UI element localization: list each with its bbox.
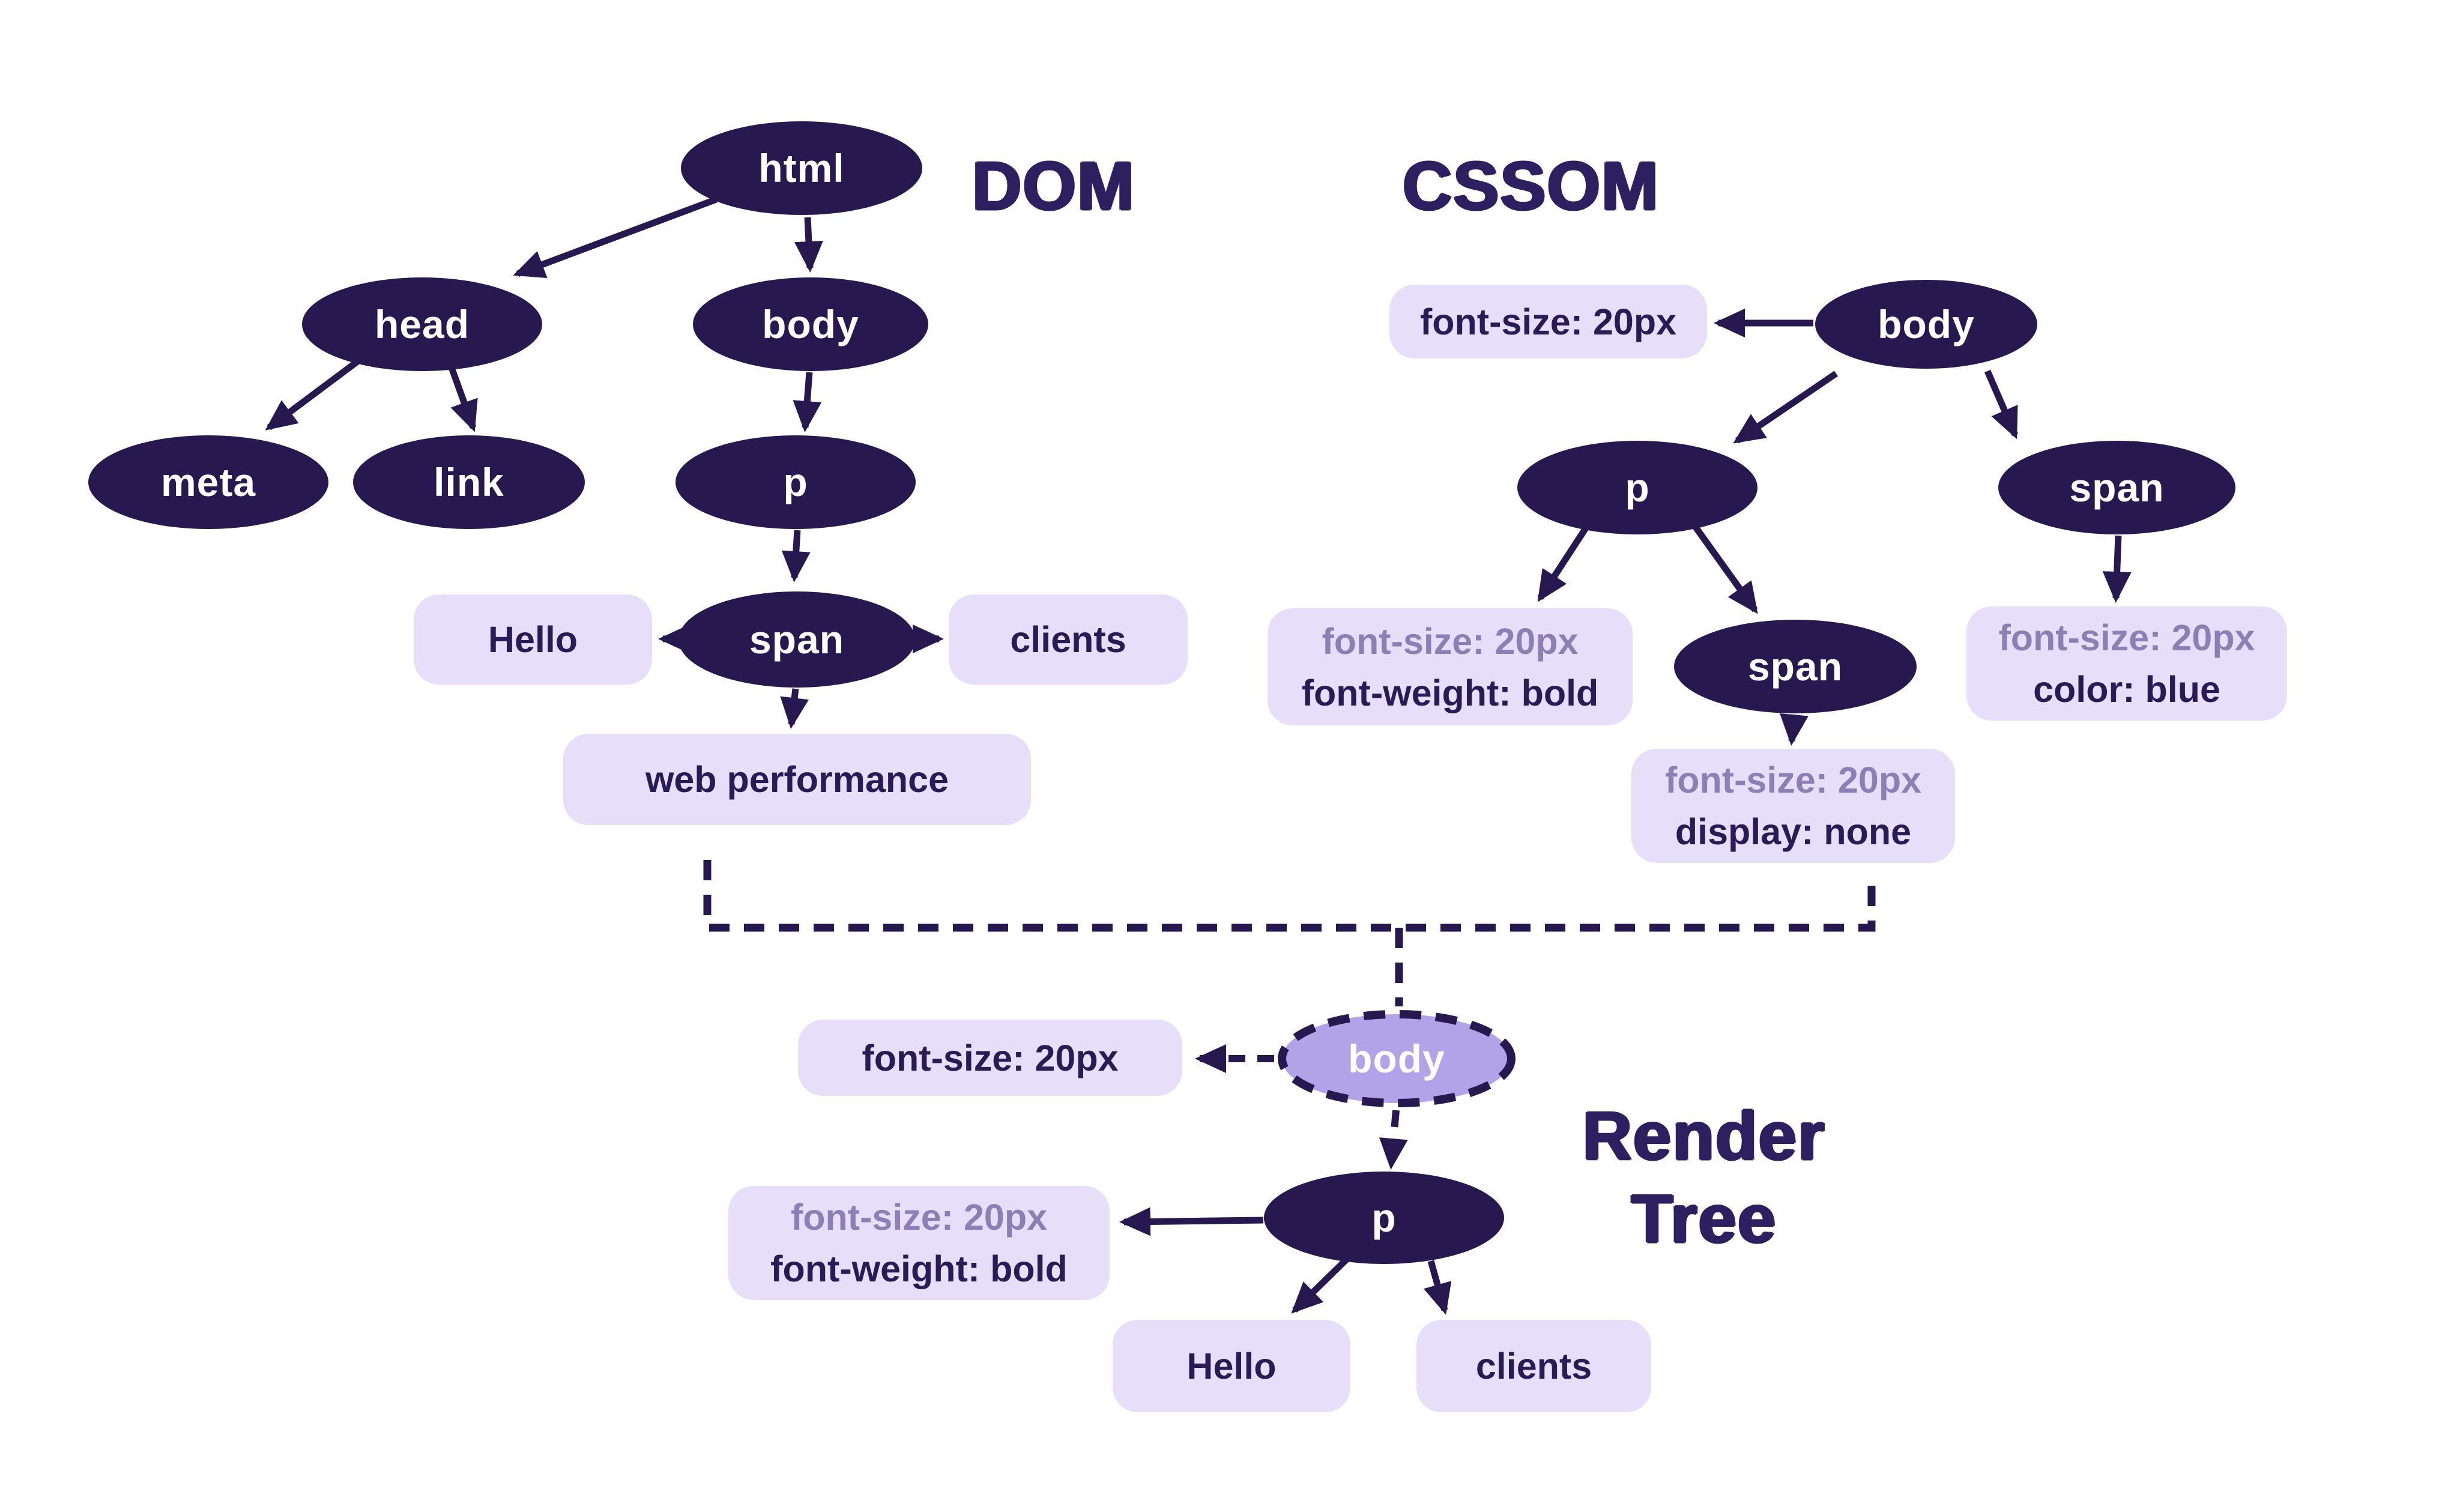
- cssom-rule-span-child: font-size: 20px display: none: [1631, 749, 1955, 863]
- dom-text-webperf: web performance: [563, 734, 1031, 825]
- cssom-arrows: [1537, 309, 2132, 746]
- render-node-p: p: [1264, 1172, 1504, 1264]
- dom-node-html: html: [681, 121, 922, 215]
- arrow-html-body: [794, 217, 823, 273]
- merge-connectors: [703, 860, 1876, 1006]
- arrow-cssom-body-span: [1984, 369, 2019, 440]
- arrow-body-p: [793, 372, 822, 432]
- dom-node-head: head: [302, 277, 542, 371]
- render-node-body-label: body: [1348, 1036, 1445, 1081]
- cssom-rule-span-child-line2: display: none: [1675, 811, 1912, 852]
- dom-node-meta: meta: [88, 435, 328, 529]
- arrow-render-p-rule: [1119, 1207, 1264, 1236]
- arrow-cssom-body-p: [1733, 370, 1839, 444]
- cssom-rule-p-line2: font-weight: bold: [1301, 672, 1599, 713]
- cssom-node-span-child: span: [1674, 620, 1917, 713]
- arrow-html-head: [513, 196, 718, 279]
- cssom-node-span-right: span: [1998, 441, 2235, 534]
- render-arrows: [1119, 1207, 1452, 1315]
- dom-text-hello: Hello: [414, 594, 652, 685]
- dom-node-p: p: [675, 435, 916, 529]
- render-tree-title-line1: Render: [1582, 1098, 1826, 1175]
- arrow-cssom-p-span: [1693, 525, 1758, 614]
- dom-node-body: body: [693, 277, 928, 371]
- arrow-head-meta: [265, 357, 361, 431]
- arrow-head-link: [448, 366, 478, 432]
- render-text-hello: Hello: [1113, 1320, 1350, 1412]
- cssom-rule-span-right-line2: color: blue: [2033, 669, 2220, 710]
- arrow-render-p-hello: [1291, 1257, 1349, 1314]
- dom-title: DOM: [972, 148, 1135, 225]
- dom-text-clients: clients: [949, 594, 1188, 685]
- cssom-rule-span-right-line1: font-size: 20px: [1998, 617, 2255, 658]
- arrow-render-body-p: [1379, 1110, 1408, 1170]
- render-rule-p: font-size: 20px font-weight: bold: [728, 1186, 1110, 1300]
- cssom-rule-span-child-line1: font-size: 20px: [1664, 760, 1922, 800]
- render-node-body-ellipse: [1278, 1010, 1516, 1107]
- render-rule-p-line2: font-weight: bold: [770, 1248, 1068, 1289]
- render-rule-p-line1: font-size: 20px: [790, 1197, 1048, 1238]
- cssom-rule-span-right: font-size: 20px color: blue: [1966, 606, 2287, 721]
- dom-node-span: span: [678, 591, 915, 688]
- cssom-node-p: p: [1517, 441, 1757, 534]
- arrow-cssom-span-rule: [1780, 713, 1809, 746]
- arrow-cssom-p-rule: [1537, 525, 1589, 602]
- render-tree-title: Render Tree: [1554, 1095, 1854, 1261]
- render-dashed-arrows: [1195, 1044, 1408, 1170]
- arrow-cssom-spanright-rule: [2102, 535, 2132, 603]
- arrow-p-span: [781, 530, 811, 582]
- cssom-title: CSSOM: [1402, 148, 1660, 225]
- dom-node-link: link: [353, 435, 585, 529]
- cssom-rule-body: font-size: 20px: [1389, 285, 1707, 358]
- dom-arrows: [265, 196, 944, 729]
- render-text-clients: clients: [1416, 1320, 1651, 1412]
- cssom-rule-p-line1: font-size: 20px: [1322, 620, 1579, 662]
- arrow-span-webperf: [780, 688, 809, 729]
- render-rule-body: font-size: 20px: [798, 1020, 1182, 1096]
- render-tree-title-line2: Tree: [1631, 1181, 1777, 1257]
- cssom-rule-p: font-size: 20px font-weight: bold: [1268, 608, 1633, 725]
- dashed-join-line: [703, 860, 1876, 932]
- cssom-node-body: body: [1815, 280, 2037, 369]
- arrow-render-p-clients: [1424, 1260, 1452, 1315]
